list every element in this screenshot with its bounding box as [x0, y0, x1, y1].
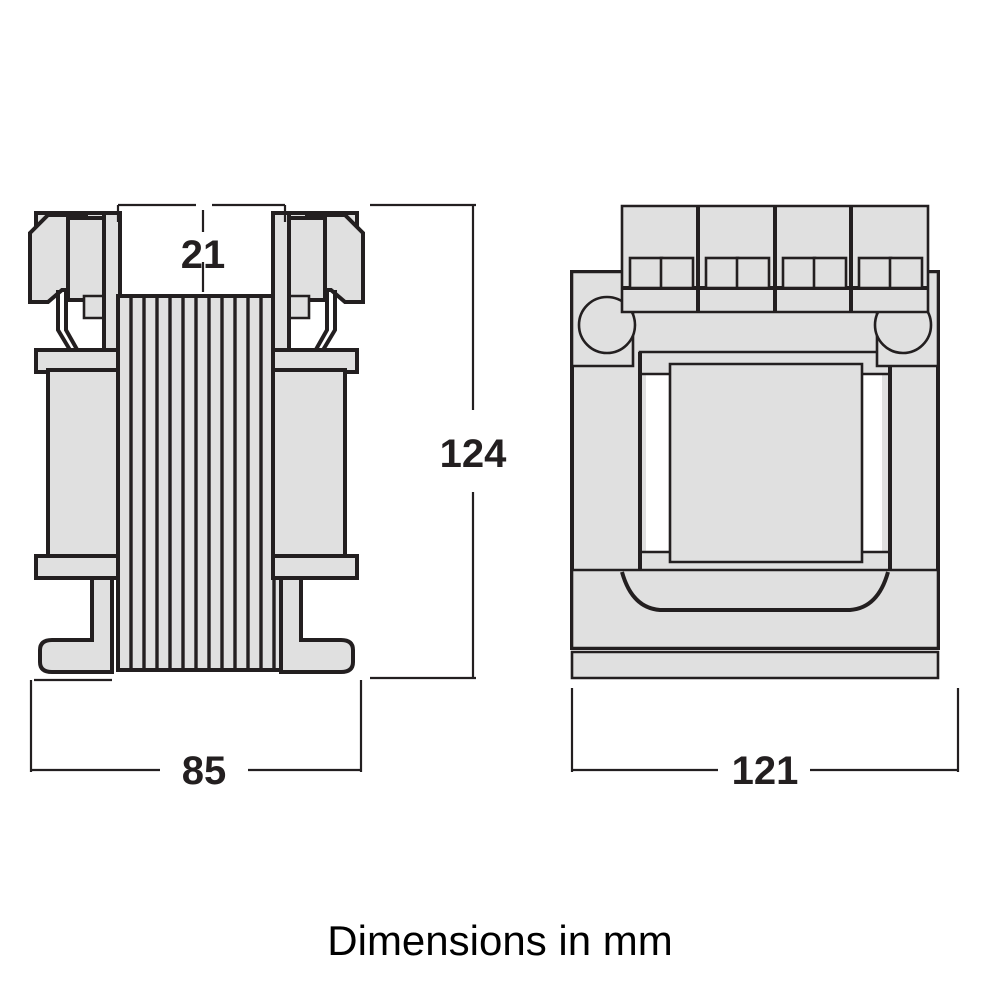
left-bottom-foot — [38, 576, 114, 674]
terminal-screw — [812, 256, 848, 290]
terminal-screw — [888, 256, 924, 290]
terminal-screw — [659, 256, 695, 290]
dim-21-label: 21 — [181, 233, 226, 277]
dim-124-label: 124 — [440, 432, 507, 476]
right-bracket-stem — [271, 211, 291, 362]
bottom-bracket-curve — [620, 571, 890, 612]
base-plate — [570, 650, 940, 680]
dim-85-label: 85 — [182, 749, 227, 793]
side-view-group — [28, 211, 365, 682]
right-side-wall — [271, 368, 347, 568]
dimension-121: 121 — [570, 688, 960, 793]
coil-window-gap-left — [646, 356, 672, 568]
left-side-wall — [46, 368, 122, 568]
terminal-screw — [704, 256, 740, 290]
dimension-124: 124 — [370, 203, 507, 680]
coil-body — [668, 362, 864, 564]
dim-121-label: 121 — [732, 749, 799, 793]
right-lower-foot — [271, 554, 359, 580]
terminal-screw — [781, 256, 817, 290]
core-lamination-lines — [129, 297, 276, 669]
terminal-screw — [857, 256, 893, 290]
left-lower-foot — [34, 554, 122, 580]
front-view-group — [570, 204, 940, 680]
dimension-21: 21 — [116, 203, 287, 292]
terminal-block-dividers — [696, 206, 853, 312]
caption-dimensions-in-mm: Dimensions in mm — [327, 917, 672, 964]
terminal-screw — [735, 256, 771, 290]
dimension-85: 85 — [29, 680, 363, 793]
right-bottom-foot — [279, 576, 355, 674]
terminal-screws — [628, 256, 924, 290]
terminal-screw — [628, 256, 664, 290]
